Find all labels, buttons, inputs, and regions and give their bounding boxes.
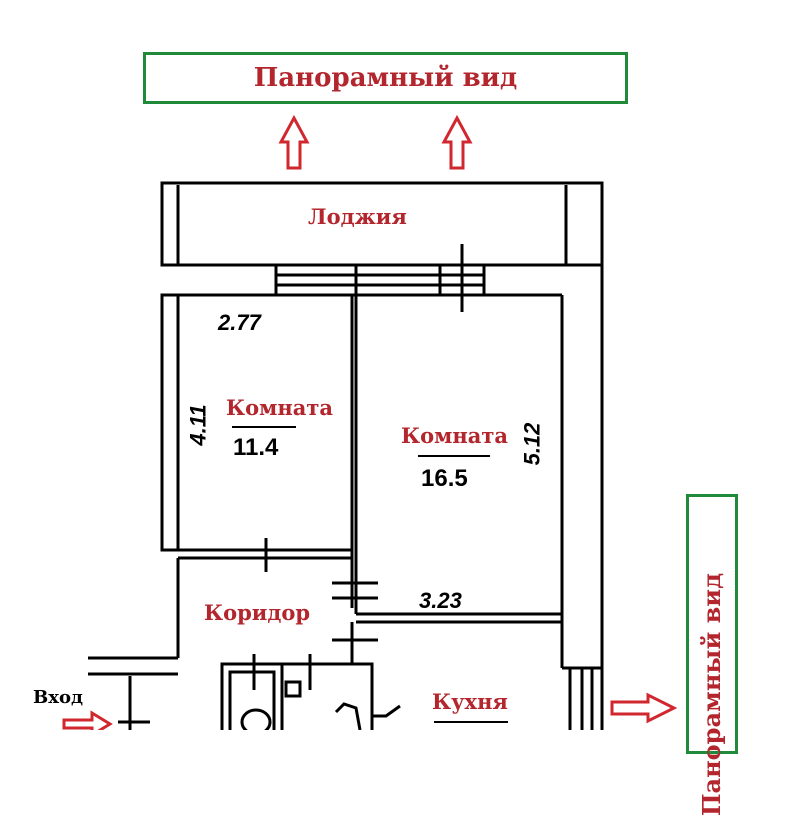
kitchen-label: Кухня [432, 689, 508, 714]
entrance-label: Вход [33, 687, 83, 708]
room2-depth-dim: 5.12 [519, 422, 545, 466]
room2-label: Комната [401, 423, 508, 448]
room2-area: 16.5 [421, 465, 468, 492]
panorama-view-right-label: Панорамный вид [697, 572, 727, 816]
arrow-right [610, 692, 678, 724]
panorama-view-top-box: Панорамный вид [143, 52, 628, 104]
corridor-label: Коридор [204, 600, 311, 625]
room1-label: Комната [226, 395, 333, 420]
panorama-view-right-box: Панорамный вид [686, 494, 738, 816]
floor-plan [62, 114, 678, 730]
arrow-up-left [278, 114, 310, 170]
room1-width-dim: 2.77 [218, 310, 261, 335]
room1-area: 11.4 [233, 434, 279, 461]
arrow-up-right [441, 114, 473, 170]
loggia-label: Лоджия [308, 204, 407, 229]
room1-depth-dim: 4.11 [185, 404, 211, 446]
window-strip [274, 263, 486, 297]
room2-width-dim: 3.23 [419, 588, 462, 613]
panorama-view-top-label: Панорамный вид [253, 63, 518, 93]
arrow-entrance [62, 710, 113, 730]
